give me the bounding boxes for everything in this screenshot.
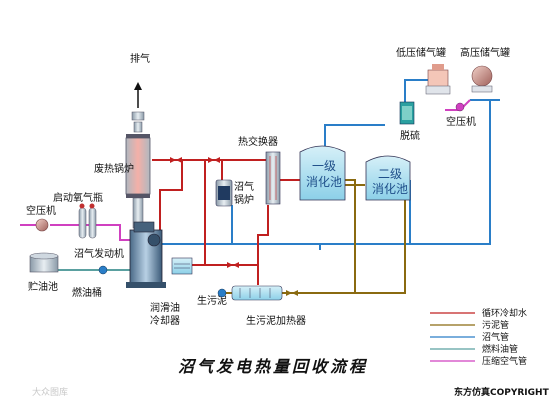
air-compressor-left-label: 空压机: [26, 204, 56, 217]
raw-sludge-heater: 生污泥加热器 生污泥: [197, 285, 306, 327]
raw-sludge-label: 生污泥: [197, 294, 227, 307]
legend-item-biogas: 沼气管: [482, 331, 509, 343]
waste-heat-boiler-label: 废热锅炉: [94, 162, 134, 175]
exhaust-label: 排气: [130, 52, 150, 65]
air-compressor-right-label: 空压机: [446, 115, 476, 128]
raw-sludge-heater-label: 生污泥加热器: [246, 314, 306, 327]
low-pressure-tank-label: 低压储气罐: [396, 46, 446, 59]
legend-item-water: 循环冷却水: [482, 307, 527, 319]
high-pressure-tank: 高压储气罐: [460, 46, 510, 93]
legend-item-sludge: 污泥管: [482, 319, 509, 331]
sludge-pipes: [222, 179, 406, 294]
fuel-storage-tank: 贮油池: [28, 252, 59, 293]
valves: [170, 157, 298, 296]
low-pressure-tank: 低压储气罐: [396, 46, 451, 95]
diagram-title: 沼气发电热量回收流程: [178, 357, 368, 376]
digester-2-label-2: 消化池: [372, 182, 408, 196]
exhaust-arrow: 排气: [130, 52, 150, 108]
copyright-text: 东方仿真COPYRIGHT: [454, 386, 550, 398]
fuel-tank-label: 贮油池: [28, 280, 58, 293]
waste-heat-boiler: 废热锅炉: [94, 111, 151, 229]
heat-exchanger-label: 热交换器: [238, 135, 278, 148]
heat-exchanger: 热交换器: [238, 135, 281, 205]
biogas-boiler-label-2: 锅炉: [234, 194, 254, 206]
biogas-boiler: 沼气 锅炉: [215, 179, 254, 207]
legend-item-air: 压缩空气管: [482, 355, 527, 367]
biogas-engine-label: 沼气发动机: [74, 247, 124, 260]
biogas-boiler-label-1: 沼气: [234, 180, 254, 193]
lube-oil-cooler: 润滑油 冷却器: [150, 257, 193, 327]
high-pressure-tank-label: 高压储气罐: [460, 46, 510, 59]
start-air-bottle-label: 启动氧气瓶: [53, 191, 103, 204]
fuel-drum-label: 燃油桶: [72, 286, 102, 299]
fuel-drum: 燃油桶: [72, 265, 108, 299]
start-air-bottles: 启动氧气瓶: [53, 191, 103, 239]
air-compressor-left: 空压机: [26, 204, 56, 232]
digester-1: 一级 消化池: [299, 145, 346, 201]
digester-1-label-1: 一级: [312, 159, 336, 173]
desulfurization-label: 脱硫: [400, 129, 420, 142]
lube-oil-cooler-label-2: 冷却器: [150, 314, 180, 327]
desulfurization-unit: 脱硫: [399, 101, 420, 142]
digester-2-label-1: 二级: [378, 167, 402, 181]
air-compressor-right: 空压机: [446, 102, 476, 128]
watermark-text: 大众图库: [32, 386, 68, 398]
legend-item-fuel: 燃料油管: [482, 343, 518, 355]
digester-2: 二级 消化池: [365, 155, 411, 201]
lube-oil-cooler-label-1: 润滑油: [150, 301, 180, 314]
biogas-engine: 沼气发动机: [74, 221, 166, 288]
digester-1-label-2: 消化池: [306, 175, 342, 189]
legend: 循环冷却水 污泥管 沼气管 燃料油管 压缩空气管: [430, 307, 527, 367]
